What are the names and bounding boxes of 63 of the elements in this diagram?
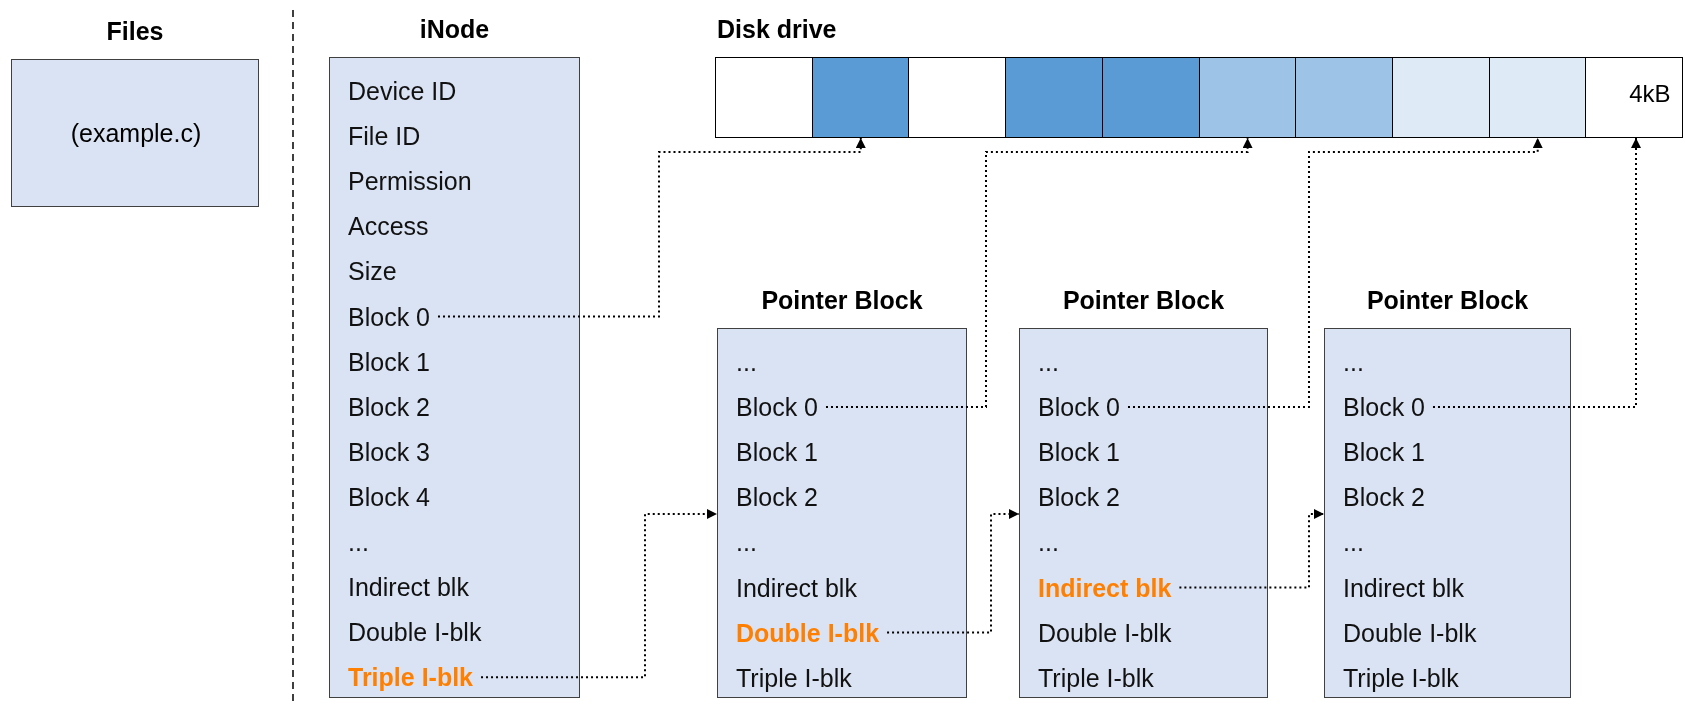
field-label: Device ID: [348, 73, 457, 109]
field-label: Indirect blk: [1038, 569, 1172, 606]
field-label: Block 1: [1038, 434, 1120, 471]
disk-block: [1101, 57, 1200, 138]
field-label: Indirect blk: [348, 569, 469, 606]
field-label: Size: [348, 253, 397, 290]
field-label: Indirect blk: [1343, 569, 1464, 606]
field-label: Block 0: [1343, 389, 1425, 426]
disk-block: [1198, 57, 1297, 138]
field-label: ...: [1343, 344, 1364, 380]
disk-block: [715, 57, 814, 138]
field-label: Block 1: [348, 343, 430, 380]
column-heading: Pointer Block: [1061, 285, 1226, 316]
file-name: (example.c): [69, 119, 203, 148]
disk-block: [1005, 57, 1104, 138]
field-label: Triple I-blk: [348, 659, 474, 696]
field-label: ...: [736, 524, 757, 561]
field-label: Block 2: [1038, 479, 1120, 516]
disk-block: [1391, 57, 1491, 138]
dotted-arrow: [1178, 509, 1325, 589]
dotted-arrow: [1127, 137, 1543, 409]
field-label: ...: [1343, 524, 1364, 561]
field-label: Indirect blk: [736, 569, 857, 606]
field-label: Permission: [348, 163, 472, 200]
field-label: Block 2: [1343, 479, 1425, 516]
field-label: Triple I-blk: [1343, 659, 1459, 696]
field-label: Block 1: [736, 434, 818, 471]
disk-block: [1585, 57, 1684, 138]
field-label: File ID: [348, 118, 421, 155]
disk-block: [1295, 57, 1394, 138]
field-label: ...: [348, 524, 369, 560]
disk-block: [811, 57, 910, 138]
field-label: Block 0: [348, 298, 430, 335]
field-label: ...: [1038, 524, 1059, 561]
column-heading: iNode: [418, 14, 491, 45]
disk-block: [908, 57, 1007, 138]
field-label: Block 2: [736, 479, 818, 516]
field-label: Double I-blk: [736, 614, 880, 651]
field-label: Block 2: [348, 388, 430, 425]
field-label: Block 4: [348, 478, 430, 515]
field-label: Block 3: [348, 433, 430, 470]
disk-block: [1488, 57, 1587, 138]
field-label: Block 1: [1343, 434, 1425, 471]
field-label: Block 0: [736, 389, 818, 426]
dotted-arrow: [825, 137, 1253, 409]
column-heading: Disk drive: [717, 14, 837, 45]
column-heading: Files: [105, 16, 165, 47]
dotted-arrow: [437, 137, 866, 318]
field-label: Access: [348, 208, 429, 245]
field-label: Triple I-blk: [1038, 659, 1154, 696]
field-label: Double I-blk: [1038, 614, 1172, 651]
column-heading: Pointer Block: [1365, 285, 1530, 316]
size-label: 4kB: [1629, 80, 1671, 108]
field-label: ...: [1038, 344, 1059, 380]
column-heading: Pointer Block: [760, 285, 924, 316]
dotted-arrow: [1432, 137, 1641, 409]
dotted-arrow: [886, 509, 1020, 634]
field-label: Triple I-blk: [736, 659, 852, 696]
field-label: ...: [736, 344, 757, 380]
field-label: Double I-blk: [348, 614, 482, 651]
field-label: Double I-blk: [1343, 614, 1477, 651]
dotted-arrow: [480, 509, 718, 679]
field-label: Block 0: [1038, 389, 1120, 426]
